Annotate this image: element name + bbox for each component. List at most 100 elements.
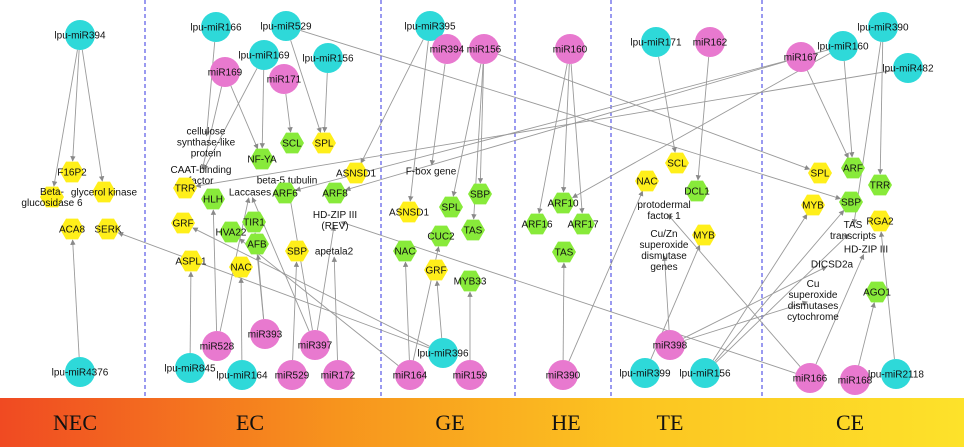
node-nf-ya[interactable]: NF-YA [247, 148, 277, 170]
mirna-circle [277, 360, 307, 390]
node-fbox[interactable]: F-box gene [406, 167, 457, 178]
node-mir397[interactable]: miR397 [298, 330, 333, 360]
node-trr-ce[interactable]: TRR [868, 174, 892, 196]
target-hexagon [692, 224, 716, 246]
node-myb-ce[interactable]: MYB [801, 194, 825, 216]
node-laccases[interactable]: Laccases [229, 188, 271, 199]
node-mir168[interactable]: miR168 [838, 365, 873, 395]
node-f16p2[interactable]: F16P2 [57, 161, 87, 183]
mirna-circle [695, 27, 725, 57]
node-sbp-ec[interactable]: SBP [285, 240, 309, 262]
node-mir171[interactable]: miR171 [267, 64, 302, 94]
node-mir166[interactable]: miR166 [793, 363, 828, 393]
node-mir393[interactable]: miR393 [248, 319, 283, 349]
node-grf-ec[interactable]: GRF [171, 212, 195, 234]
node-arf17[interactable]: ARF17 [567, 213, 599, 235]
node-lpu-mir166-ec[interactable]: lpu-miR166 [190, 12, 242, 42]
node-cuc2[interactable]: CUC2 [427, 225, 455, 247]
node-spl-ce[interactable]: SPL [808, 162, 832, 184]
node-label: ARF8 [322, 189, 348, 200]
node-asnsd1-ge[interactable]: ASNSD1 [389, 201, 429, 223]
node-sbp-ge[interactable]: SBP [468, 183, 492, 205]
node-beta-glucosidase6[interactable]: Beta-glucosidase 6 [21, 186, 83, 209]
node-glycerol-kinase[interactable]: glycerol kinase [71, 181, 138, 203]
node-lpu-mir2118[interactable]: lpu-miR2118 [868, 359, 924, 389]
node-lpu-mir156-te[interactable]: lpu-miR156 [679, 358, 731, 388]
node-arf6[interactable]: ARF6 [272, 182, 298, 204]
node-arf-ce[interactable]: ARF [841, 157, 865, 179]
node-mir156[interactable]: miR156 [467, 34, 502, 64]
node-mir169[interactable]: miR169 [208, 57, 243, 87]
node-mir159[interactable]: miR159 [453, 360, 488, 390]
node-lpu-mir482[interactable]: lpu-miR482 [882, 53, 934, 83]
node-myb-te[interactable]: MYB [692, 224, 716, 246]
node-serk[interactable]: SERK [94, 218, 122, 240]
node-scl-ec[interactable]: SCL [280, 132, 304, 154]
node-scl-te[interactable]: SCL [665, 152, 689, 174]
node-mir398[interactable]: miR398 [653, 330, 688, 360]
node-mir162[interactable]: miR162 [693, 27, 728, 57]
edge-mir156-to-spl-ge [451, 63, 482, 197]
node-lpu-mir396[interactable]: lpu-miR396 [417, 338, 469, 368]
node-lpu-mir529-ec[interactable]: lpu-miR529 [260, 11, 312, 41]
node-lpu-mir395[interactable]: lpu-miR395 [404, 11, 456, 41]
node-mir394[interactable]: miR394 [430, 34, 465, 64]
node-dcl1[interactable]: DCL1 [684, 180, 710, 202]
node-hdzip-rev[interactable]: HD-ZIP III(REV) [313, 210, 357, 232]
mirna-circle [881, 359, 911, 389]
node-afb[interactable]: AFB [245, 233, 269, 255]
node-lpu-mir171[interactable]: lpu-miR171 [630, 27, 682, 57]
node-apetala2[interactable]: apetala2 [315, 247, 354, 258]
node-lpu-mir4376[interactable]: lpu-miR4376 [52, 357, 109, 387]
node-tas-ge[interactable]: TAS [461, 219, 485, 241]
node-lpu-mir164[interactable]: lpu-miR164 [216, 360, 268, 390]
mirna-circle [548, 360, 578, 390]
node-sbp-ce[interactable]: SBP [839, 191, 863, 213]
node-arf10[interactable]: ARF10 [547, 192, 579, 214]
node-mir529[interactable]: miR529 [275, 360, 310, 390]
node-nac-ec[interactable]: NAC [229, 256, 253, 278]
node-tir1[interactable]: TIR1 [242, 211, 266, 233]
node-hlh[interactable]: HLH [201, 188, 225, 210]
node-mir390[interactable]: miR390 [546, 360, 581, 390]
node-lpu-mir394[interactable]: lpu-miR394 [54, 20, 106, 50]
node-grf-ge[interactable]: GRF [424, 259, 448, 281]
node-asnsd1-ec[interactable]: ASNSD1 [336, 162, 376, 184]
node-beta5[interactable]: beta-5 tubulin [257, 176, 318, 187]
node-trr-ec[interactable]: TRR [173, 177, 197, 199]
node-aspl1[interactable]: ASPL1 [175, 250, 207, 272]
node-mir528[interactable]: miR528 [200, 331, 235, 361]
node-hdzip-ce[interactable]: HD-ZIP III [844, 245, 888, 256]
node-arf16[interactable]: ARF16 [521, 213, 553, 235]
node-dicsd2a[interactable]: DICSD2a [811, 260, 854, 271]
node-spl-ec[interactable]: SPL [312, 132, 336, 154]
node-tas-he[interactable]: TAS [552, 241, 576, 263]
node-rga2[interactable]: RGA2 [866, 210, 894, 232]
node-hva22[interactable]: HVA22 [216, 221, 247, 243]
node-nac-ge[interactable]: NAC [393, 240, 417, 262]
node-aca8[interactable]: ACA8 [59, 218, 86, 240]
node-arf8[interactable]: ARF8 [322, 182, 348, 204]
node-mir164[interactable]: miR164 [393, 360, 428, 390]
target-hexagon [868, 210, 892, 232]
node-lpu-mir169[interactable]: lpu-miR169 [238, 40, 290, 70]
node-lpu-mir399[interactable]: lpu-miR399 [619, 358, 671, 388]
node-ago1[interactable]: AGO1 [863, 281, 891, 303]
node-lpu-mir160[interactable]: lpu-miR160 [817, 31, 869, 61]
node-lpu-mir845[interactable]: lpu-miR845 [164, 353, 216, 383]
node-mir160[interactable]: miR160 [553, 34, 588, 64]
node-lpu-mir390[interactable]: lpu-miR390 [857, 12, 909, 42]
node-mir172[interactable]: miR172 [321, 360, 356, 390]
node-nac-te[interactable]: NAC [635, 170, 659, 192]
node-spl-ge[interactable]: SPL [439, 196, 463, 218]
node-lpu-mir156-ec[interactable]: lpu-miR156 [302, 43, 354, 73]
node-mir167[interactable]: miR167 [784, 42, 819, 72]
node-myb33[interactable]: MYB33 [454, 270, 487, 292]
